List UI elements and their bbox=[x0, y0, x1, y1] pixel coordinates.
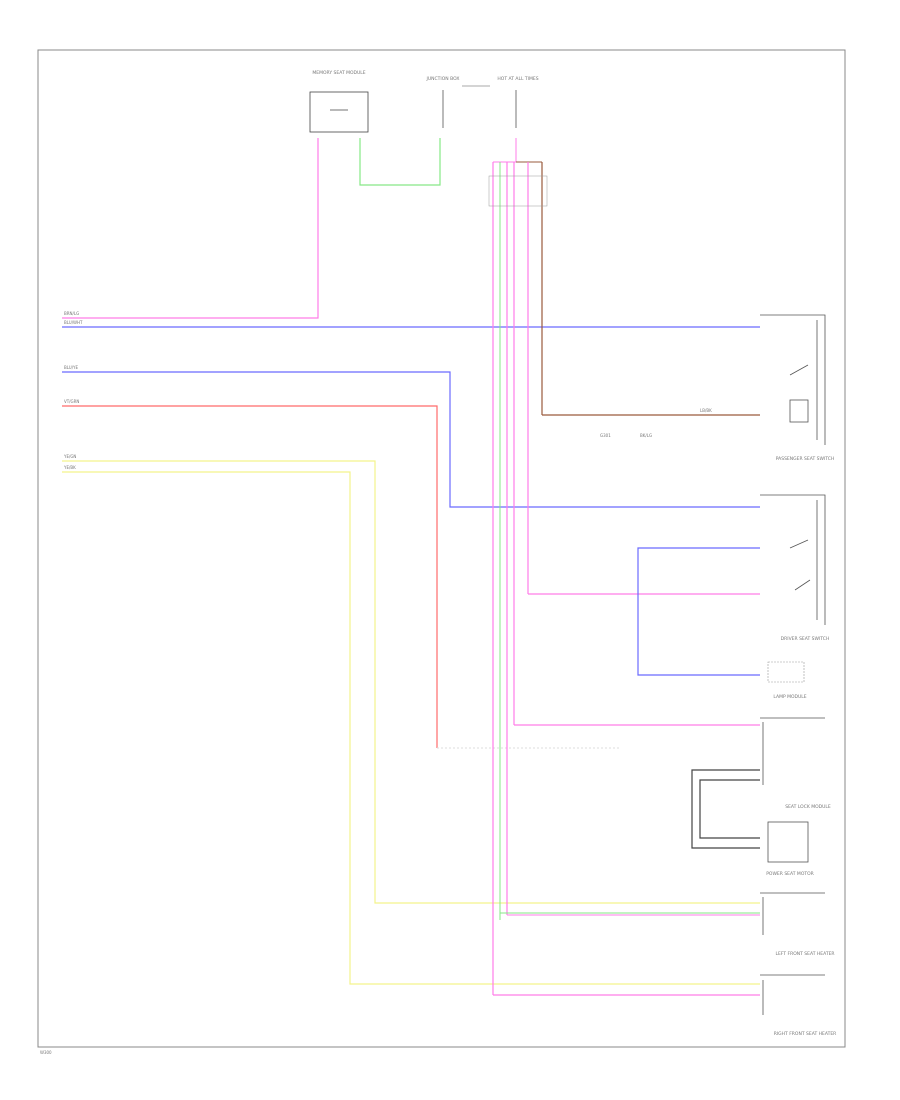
wire-label-brown: LB/BK bbox=[700, 408, 712, 413]
component-power-seat-motor: POWER SEAT MOTOR bbox=[766, 821, 814, 877]
wire-green-jumper bbox=[359, 138, 441, 186]
wire-label-yellow1: YE/GN bbox=[63, 454, 76, 459]
wire-label-yellow2: YE/BK bbox=[63, 465, 76, 470]
wire-label-red: VT/GRN bbox=[64, 399, 79, 404]
component-passenger-seat-switch: PASSENGER SEAT SWITCH bbox=[760, 314, 835, 462]
wire-blue-loop bbox=[637, 547, 760, 676]
label-right-front-heater: RIGHT FRONT SEAT HEATER bbox=[774, 1031, 837, 1037]
label-power-seat-motor: POWER SEAT MOTOR bbox=[766, 871, 814, 877]
wire-yellow-1 bbox=[62, 460, 760, 904]
wire-label-black: BK/LG bbox=[640, 433, 652, 438]
component-memory-seat-module: MEMORY SEAT MODULE bbox=[309, 70, 369, 133]
component-lamp-module: LAMP MODULE bbox=[767, 661, 807, 700]
footer-code: W300 bbox=[40, 1050, 52, 1055]
wire-pink-top-left bbox=[62, 138, 319, 319]
component-left-front-heater: LEFT FRONT SEAT HEATER bbox=[760, 892, 835, 957]
component-right-front-heater: RIGHT FRONT SEAT HEATER bbox=[760, 974, 837, 1037]
component-seat-lock-module: SEAT LOCK MODULE bbox=[760, 717, 831, 810]
component-driver-seat-switch: DRIVER SEAT SWITCH bbox=[760, 494, 830, 642]
wire-blue-mid bbox=[62, 371, 760, 508]
label-lamp-module: LAMP MODULE bbox=[773, 694, 806, 700]
wire-black-seat-lock-2 bbox=[699, 779, 760, 839]
wire-label-blue2: BLU/YE bbox=[64, 365, 78, 370]
label-seat-lock-module: SEAT LOCK MODULE bbox=[785, 804, 831, 810]
label-driver-seat-switch: DRIVER SEAT SWITCH bbox=[781, 636, 830, 642]
diagram-frame bbox=[37, 49, 846, 1048]
label-passenger-seat-switch: PASSENGER SEAT SWITCH bbox=[776, 456, 835, 462]
wire-label-blue: BLU/WHT bbox=[64, 320, 83, 325]
wire-bundle bbox=[488, 138, 548, 995]
wire-yellow-2 bbox=[62, 471, 760, 985]
component-hot-at-all-times: HOT AT ALL TIMES bbox=[462, 76, 539, 128]
label-junction-box: JUNCTION BOX bbox=[426, 76, 460, 82]
wire-red bbox=[62, 405, 438, 748]
wire-label-ground: G301 bbox=[600, 433, 611, 438]
wire-black-seat-lock bbox=[691, 769, 760, 849]
label-hot-at-all-times: HOT AT ALL TIMES bbox=[497, 76, 538, 82]
label-memory-seat-module: MEMORY SEAT MODULE bbox=[312, 70, 365, 76]
label-left-front-heater: LEFT FRONT SEAT HEATER bbox=[775, 951, 834, 957]
wire-label-pink: BRN/LG bbox=[64, 311, 79, 316]
component-junction-box: JUNCTION BOX bbox=[426, 76, 460, 128]
